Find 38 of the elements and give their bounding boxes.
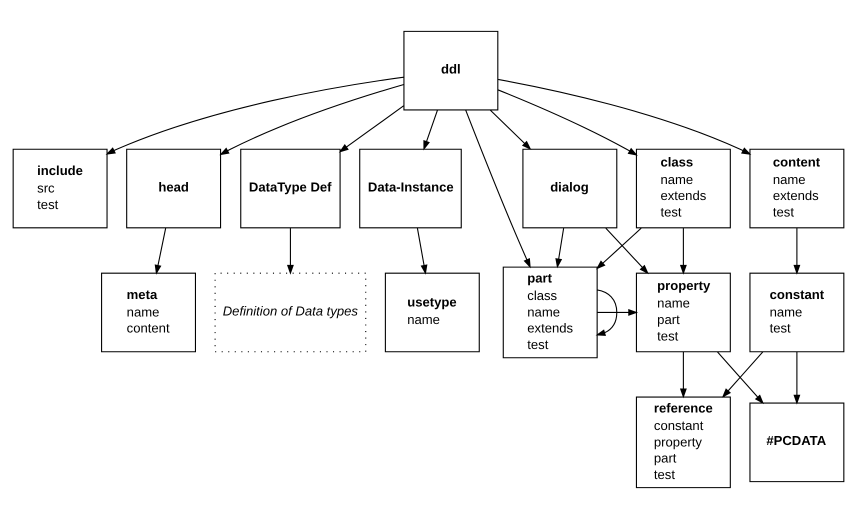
arrow [154, 228, 166, 275]
arrow [423, 110, 438, 150]
arrow [598, 309, 638, 316]
arrow [680, 228, 687, 275]
arrow [286, 228, 294, 275]
arrow [722, 351, 764, 398]
arrow [605, 228, 649, 274]
arrow [680, 352, 687, 398]
node-box: usetype name [384, 272, 480, 352]
node-box: part class name extends test [502, 266, 598, 358]
node-box: reference constant property part test [636, 396, 731, 488]
node-box: head [126, 148, 222, 228]
arrow [416, 228, 428, 275]
arrow [219, 84, 404, 156]
node-box: dialog [522, 148, 618, 228]
arrow [498, 89, 638, 156]
node-box: class name extends test [636, 148, 731, 228]
arrow [793, 228, 800, 275]
node-box: content name extends test [749, 148, 844, 228]
arrow [596, 228, 642, 270]
arrow [106, 76, 404, 155]
arrow [793, 352, 800, 405]
arrow [717, 351, 764, 404]
node-box: Definition of Data types [214, 272, 366, 352]
node-box: include src test [12, 148, 108, 228]
node-box: #PCDATA [749, 402, 844, 482]
node-box: ddl [403, 30, 498, 110]
arrow [465, 110, 531, 268]
node-box: property name part test [636, 272, 731, 352]
arrow [596, 289, 618, 336]
arrow [555, 228, 564, 268]
node-box: meta name content [101, 272, 196, 352]
node-box: DataType Def [240, 148, 341, 228]
arrow [338, 105, 404, 153]
arrow [490, 110, 532, 150]
node-box: constant name test [749, 272, 844, 352]
arrow [498, 78, 752, 155]
node-box: Data-Instance [359, 148, 462, 228]
